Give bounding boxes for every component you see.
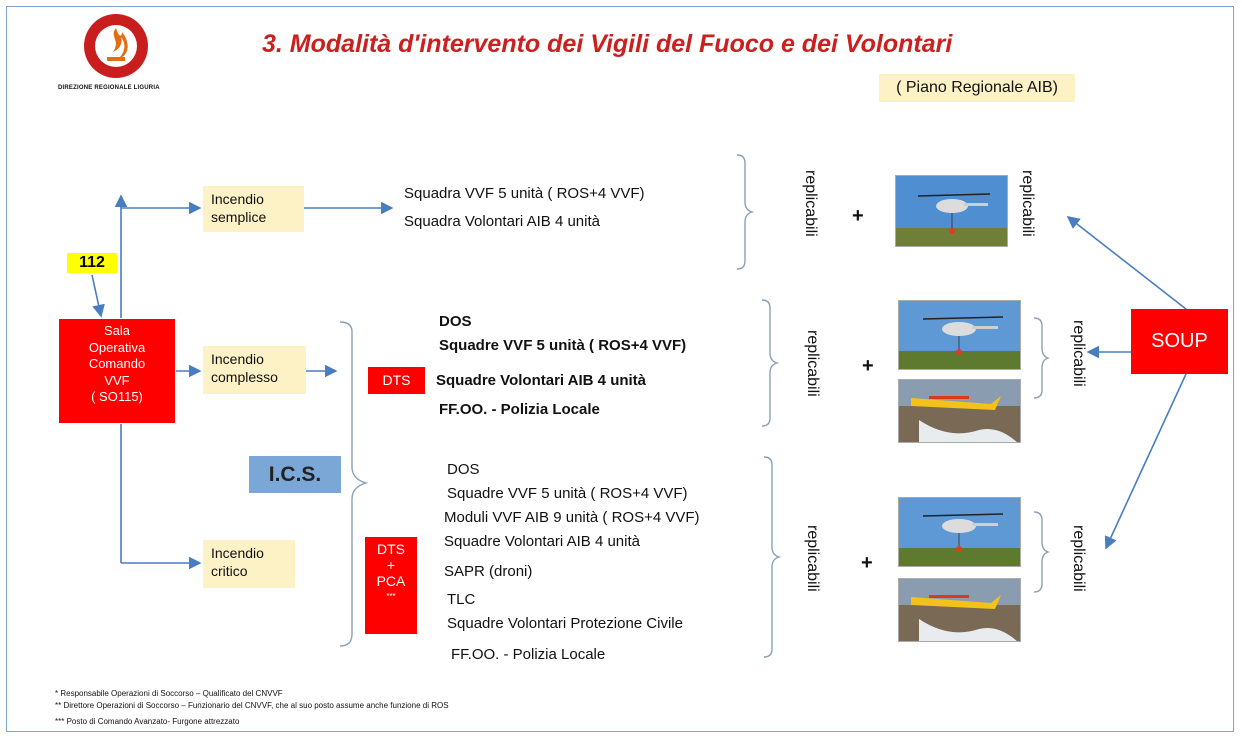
sala-line: ( SO115) (91, 389, 143, 404)
resource-item: DOS (439, 313, 472, 330)
dts-line: + (386, 557, 396, 573)
resource-item: Squadre Volontari AIB 4 unità (444, 533, 640, 550)
resource-item: FF.OO. - Polizia Locale (439, 401, 600, 418)
category-incendio-critico: Incendio critico (203, 540, 295, 588)
replicabili-label: replicabili (1070, 525, 1087, 592)
page-subtitle: ( Piano Regionale AIB) (879, 74, 1075, 102)
slide-frame (6, 6, 1234, 732)
resource-item: Squadra Volontari AIB 4 unità (404, 213, 600, 230)
replicabili-label: replicabili (1019, 170, 1036, 237)
helicopter-photo (898, 497, 1021, 567)
resource-item: TLC (447, 591, 476, 608)
resource-item: FF.OO. - Polizia Locale (451, 646, 606, 663)
resource-item: Squadre VVF 5 unità ( ROS+4 VVF) (447, 485, 688, 502)
resource-item: Squadra VVF 5 unità ( ROS+4 VVF) (404, 185, 645, 202)
category-line: Incendio (211, 351, 264, 367)
resource-item: Squadre Volontari AIB 4 unità (436, 372, 647, 389)
canadair-photo (898, 578, 1021, 642)
replicabili-label: replicabili (804, 525, 821, 592)
resource-item: Squadre Volontari Protezione Civile (447, 615, 683, 632)
dts-line: PCA (376, 573, 406, 589)
sala-line: Sala (103, 323, 131, 338)
category-line: semplice (211, 209, 267, 225)
dts-tag: DTS (368, 367, 425, 394)
category-incendio-complesso: Incendio complesso (203, 346, 306, 394)
helicopter-photo (895, 175, 1008, 247)
dts-line: *** (386, 592, 396, 601)
category-line: critico (211, 563, 248, 579)
resource-item: Moduli VVF AIB 9 unità ( ROS+4 VVF) (444, 509, 700, 526)
dts-pca-tag: DTS + PCA *** (365, 537, 417, 634)
emergency-number-badge: 112 (67, 253, 117, 273)
sala-line: Operativa (88, 339, 146, 355)
page-title: 3. Modalità d'intervento dei Vigili del … (262, 30, 953, 58)
category-line: Incendio (211, 191, 264, 207)
canadair-photo (898, 379, 1021, 443)
ics-box: I.C.S. (249, 456, 341, 493)
replicabili-label: replicabili (802, 170, 819, 237)
category-incendio-semplice: Incendio semplice (203, 186, 304, 232)
plus-sign: + (861, 552, 873, 574)
footnote: *** Posto di Comando Avanzato- Furgone a… (55, 717, 240, 726)
logo-caption: DIREZIONE REGIONALE LIGURIA (58, 85, 160, 91)
sala-line: Comando (88, 356, 146, 371)
category-line: Incendio (211, 545, 264, 561)
category-line: complesso (211, 369, 278, 385)
footnote: * Responsabile Operazioni di Soccorso – … (55, 689, 283, 698)
sala-operativa-box: Sala Operativa Comando VVF ( SO115) (59, 319, 175, 423)
replicabili-label: replicabili (1070, 320, 1087, 387)
plus-sign: + (852, 205, 864, 227)
sala-line: VVF (104, 372, 130, 388)
soup-box: SOUP (1131, 309, 1228, 374)
replicabili-label: replicabili (804, 330, 821, 397)
footnote: ** Direttore Operazioni di Soccorso – Fu… (55, 701, 449, 710)
fire-brigade-logo (82, 12, 150, 80)
resource-item: DOS (447, 461, 480, 478)
helicopter-photo (898, 300, 1021, 370)
plus-sign: + (862, 355, 874, 377)
resource-item: SAPR (droni) (444, 563, 533, 580)
dts-line: DTS (377, 541, 405, 557)
resource-item: Squadre VVF 5 unità ( ROS+4 VVF) (439, 337, 687, 354)
